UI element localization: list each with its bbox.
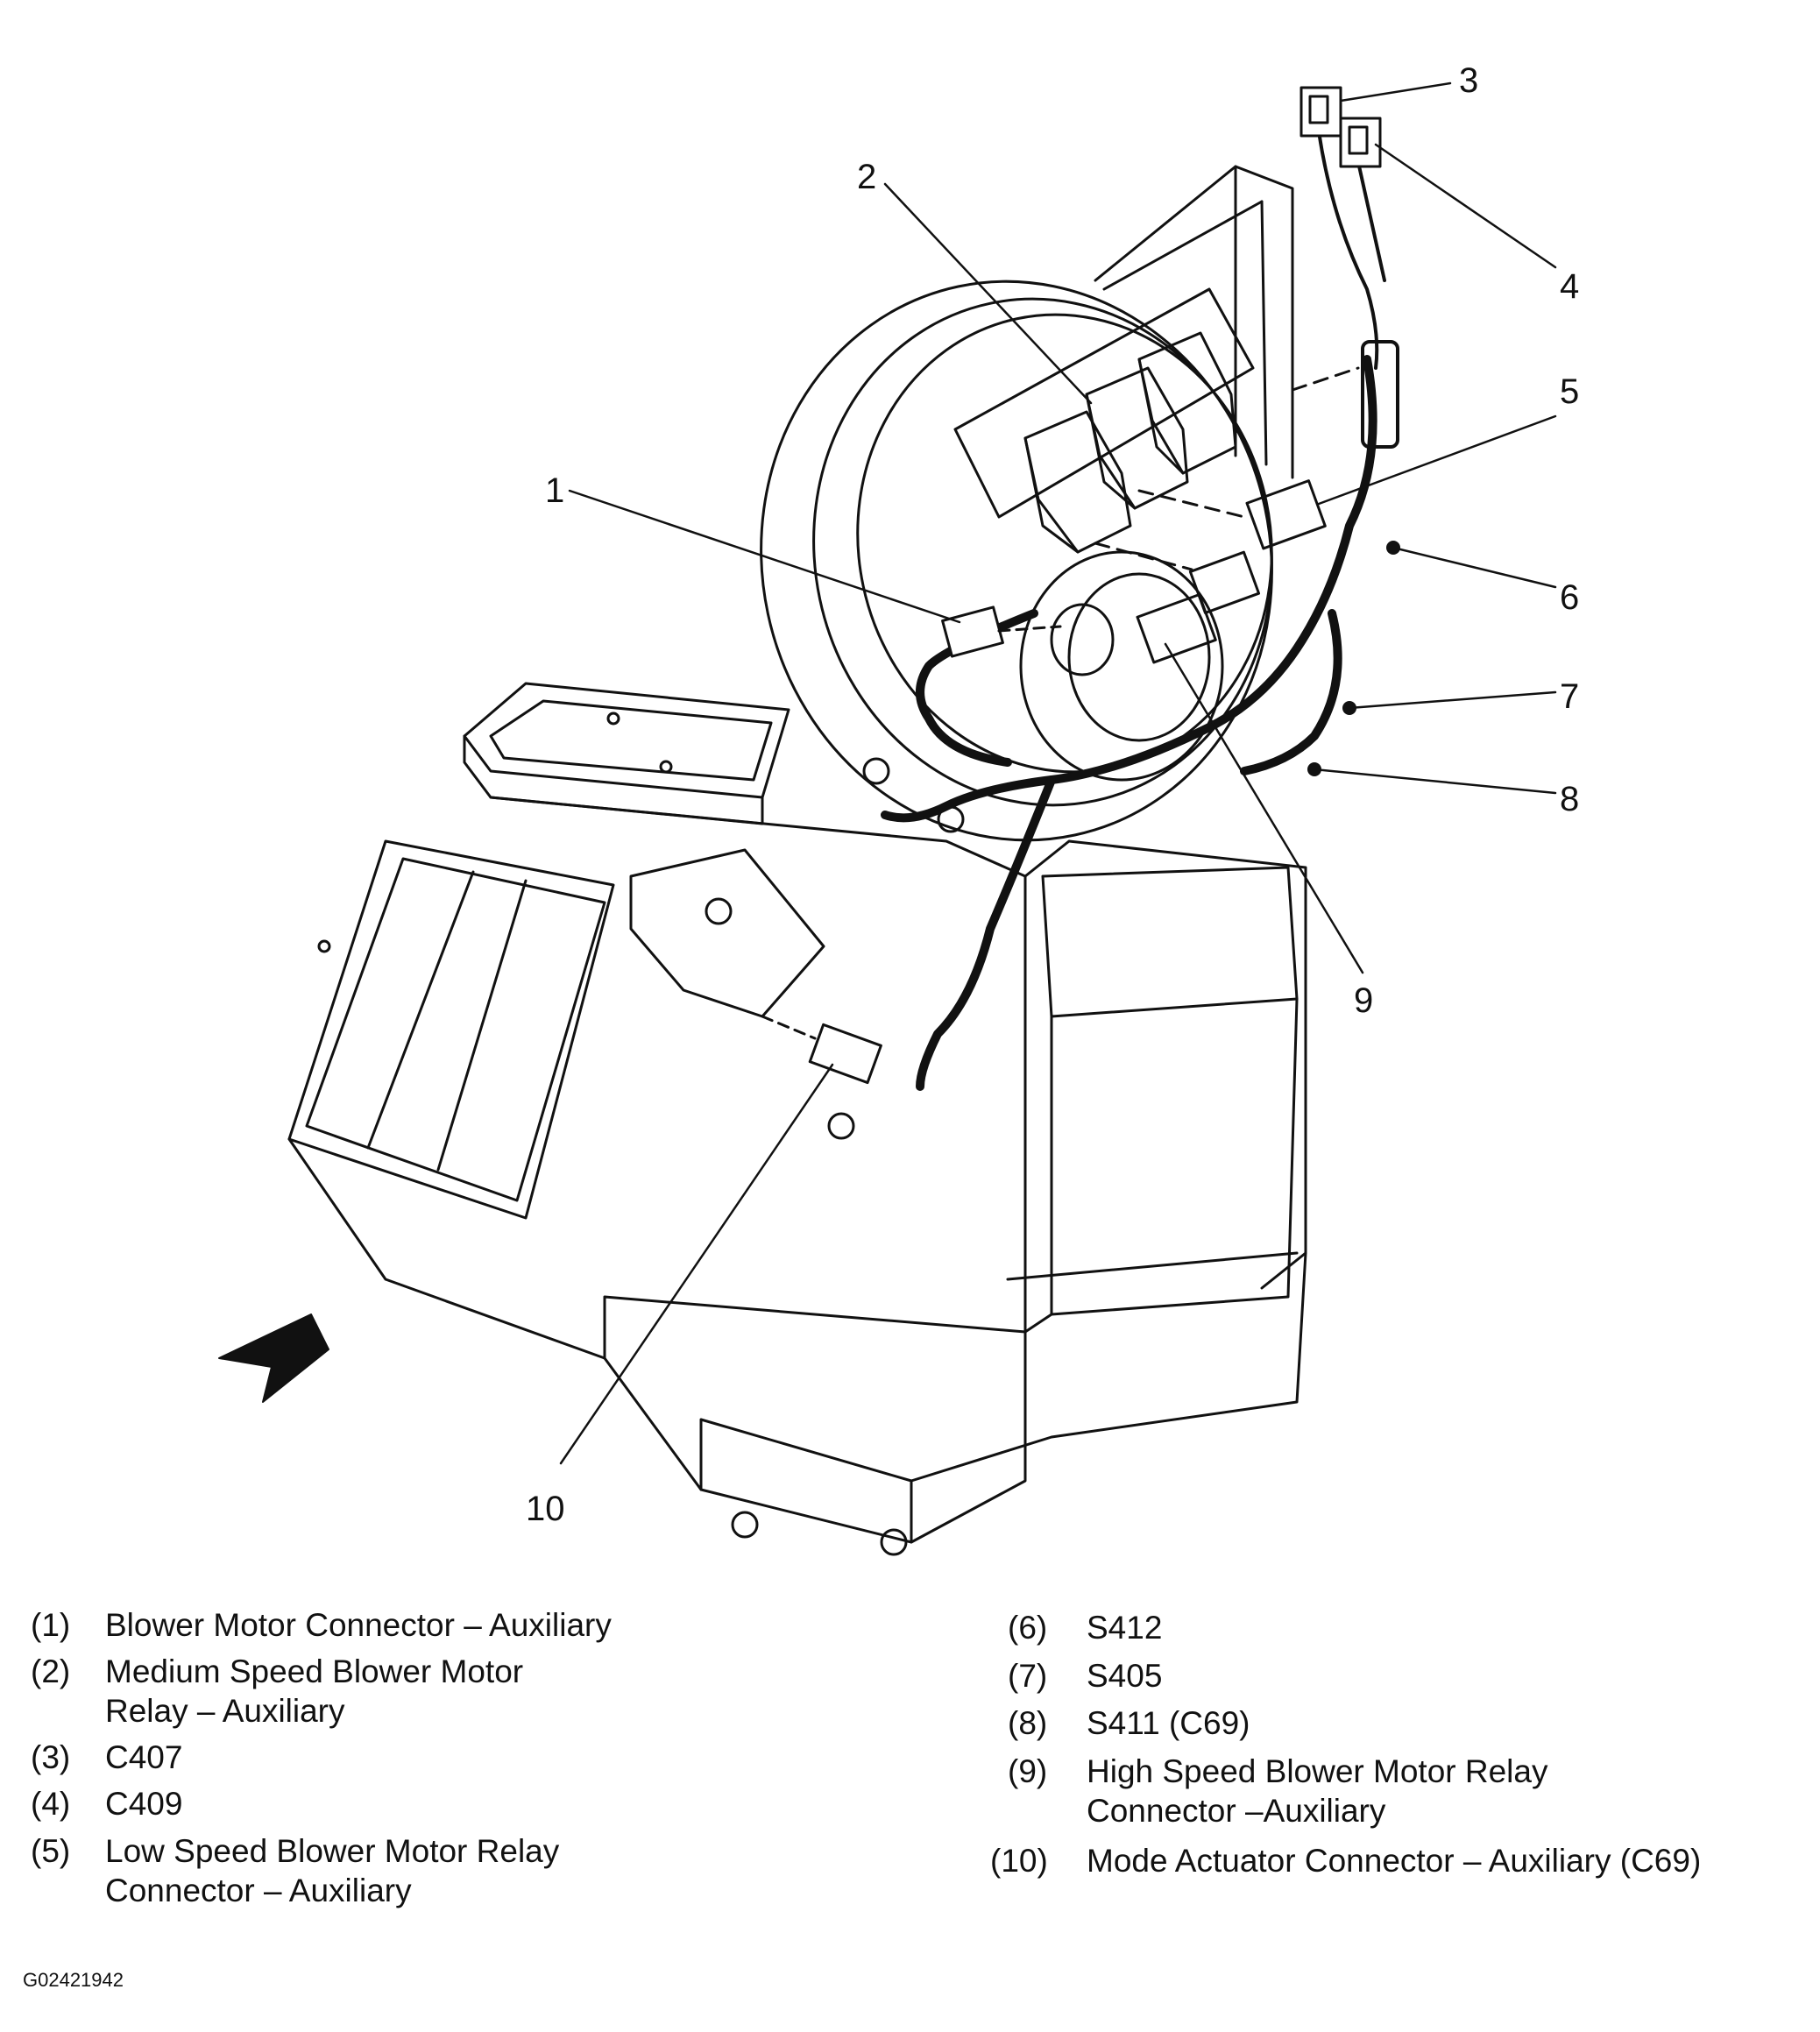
callout-3: 3	[1459, 61, 1478, 100]
legend-text: S405	[1087, 1658, 1163, 1694]
legend-text: C409	[105, 1786, 183, 1822]
legend-text: Medium Speed Blower Motor	[105, 1653, 524, 1689]
blower-housing	[760, 165, 1294, 842]
legend-num: (7)	[1008, 1658, 1048, 1694]
callout-1: 1	[545, 471, 564, 510]
leader-lines	[559, 81, 1557, 1465]
callout-7: 7	[1560, 677, 1579, 716]
callout-5: 5	[1560, 372, 1579, 411]
legend-item-7: (7) S405	[1008, 1656, 1779, 1696]
legend-text: C407	[105, 1739, 183, 1775]
legend-item-2: (2) Medium Speed Blower Motor Relay – Au…	[31, 1652, 732, 1731]
relay-connectors	[1094, 366, 1360, 664]
blower-motor-connector	[941, 605, 1062, 658]
hvac-auxiliary-module-illustration: 1 2 3 4 5 6 7 8 9 10	[218, 61, 1579, 1556]
callout-10: 10	[526, 1490, 565, 1528]
harness-wires-top	[1317, 121, 1399, 449]
legend-num: (6)	[1008, 1610, 1048, 1646]
legend-text: Relay – Auxiliary	[105, 1693, 345, 1729]
legend-text: Low Speed Blower Motor Relay	[105, 1833, 560, 1869]
figure-code: G02421942	[23, 1969, 124, 1991]
legend-text: Connector –Auxiliary	[1087, 1793, 1386, 1829]
legend-item-10: (10) Mode Actuator Connector – Auxiliary…	[990, 1841, 1796, 1880]
legend-item-4: (4) C409	[31, 1784, 732, 1823]
callout-4: 4	[1560, 267, 1579, 306]
legend-text: S412	[1087, 1610, 1163, 1646]
legend-item-1: (1) Blower Motor Connector – Auxiliary	[31, 1605, 732, 1645]
top-connectors	[1299, 86, 1382, 168]
callout-9: 9	[1354, 981, 1373, 1020]
legend-num: (4)	[31, 1786, 71, 1822]
wire-harness	[881, 355, 1377, 1091]
callout-6: 6	[1560, 578, 1579, 617]
legend-num: (3)	[31, 1739, 71, 1775]
legend-item-9: (9) High Speed Blower Motor Relay Connec…	[1008, 1752, 1779, 1830]
legend-num: (5)	[31, 1833, 71, 1869]
legend-num: (1)	[31, 1607, 71, 1643]
legend-num: (9)	[1008, 1753, 1048, 1789]
legend-item-8: (8) S411 (C69)	[1008, 1703, 1779, 1743]
legend-text: Connector – Auxiliary	[105, 1873, 412, 1908]
legend-text: High Speed Blower Motor Relay	[1087, 1753, 1548, 1789]
legend-num: (10)	[990, 1843, 1048, 1879]
legend-item-3: (3) C407	[31, 1738, 732, 1777]
legend-num: (2)	[31, 1653, 71, 1689]
legend-text: S411 (C69)	[1087, 1705, 1250, 1741]
hvac-case	[287, 682, 1307, 1556]
callout-8: 8	[1560, 780, 1579, 818]
legend-text: Blower Motor Connector – Auxiliary	[105, 1607, 612, 1643]
relay-group	[953, 287, 1255, 554]
blower-motor	[1019, 550, 1224, 782]
legend-item-6: (6) S412	[1008, 1608, 1779, 1647]
forward-direction-arrow	[218, 1313, 329, 1403]
callout-2: 2	[857, 158, 876, 196]
legend-num: (8)	[1008, 1705, 1048, 1741]
legend-item-5: (5) Low Speed Blower Motor Relay Connect…	[31, 1831, 732, 1910]
splice-dots	[1307, 541, 1400, 776]
legend-text: Mode Actuator Connector – Auxiliary (C69…	[1087, 1843, 1702, 1879]
